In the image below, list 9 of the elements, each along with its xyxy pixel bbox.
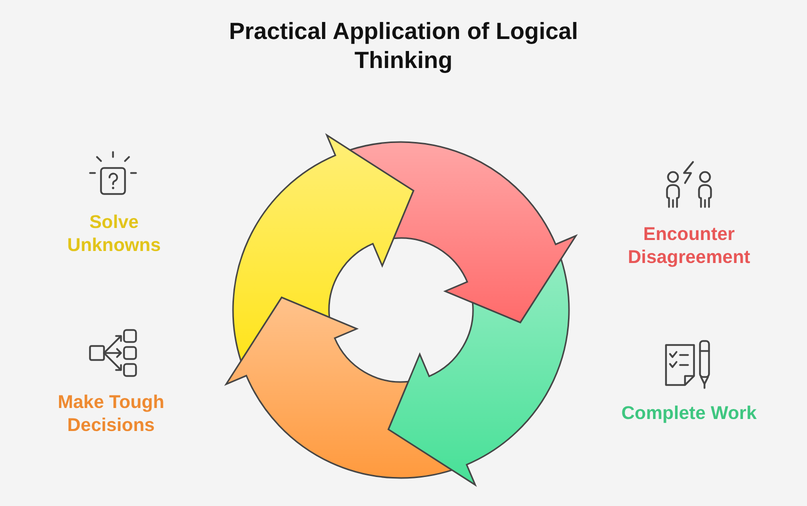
stage-label: Solve Unknowns	[66, 210, 162, 256]
cycle-segment	[232, 134, 414, 362]
cycle-segment	[349, 142, 577, 324]
stage-label: Make Tough Decisions	[56, 390, 166, 436]
cycle-segment	[388, 258, 570, 486]
cycle-segment	[225, 296, 453, 478]
stage-label: Complete Work	[620, 401, 758, 424]
stage-label: Encounter Disagreement	[626, 222, 752, 268]
diagram-title: Practical Application of Logical Thinking	[228, 17, 580, 75]
